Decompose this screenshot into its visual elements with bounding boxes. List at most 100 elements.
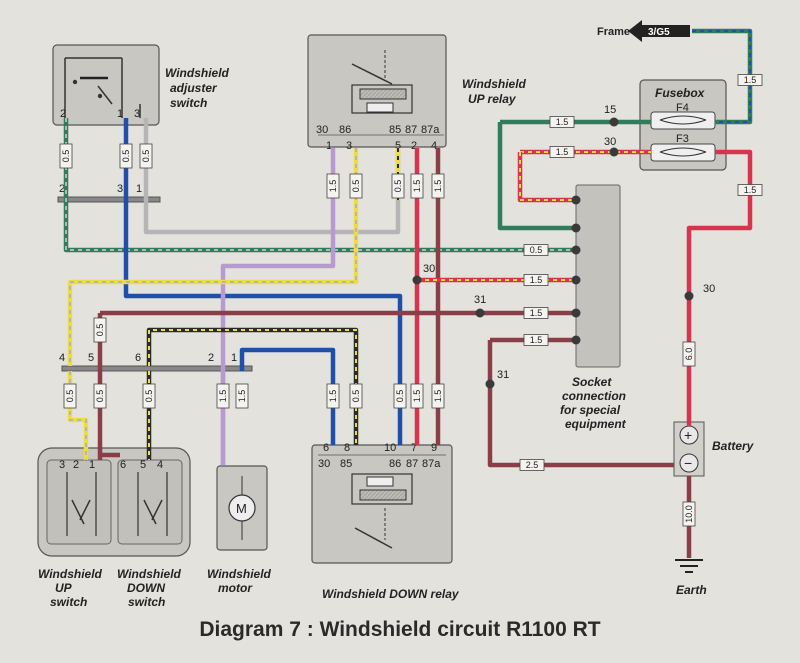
switch-housing xyxy=(37,447,191,557)
wire-fuse-red-down-stripe xyxy=(519,152,576,201)
tag-frame: 1.5 xyxy=(737,74,763,86)
down-term-87: 87 xyxy=(406,458,418,470)
tag-batt-6: 6.0 xyxy=(682,341,696,367)
node-socket-4 xyxy=(571,275,581,285)
tag-up-5-text: 0.5 xyxy=(393,180,403,193)
tag-dn-8: 0.5 xyxy=(349,383,363,409)
tag-fuse-b-text: 1.5 xyxy=(556,147,569,157)
wire-fuse-green-down xyxy=(497,122,576,231)
socket-title-2: connection xyxy=(562,389,626,403)
adjuster-switch xyxy=(52,44,160,126)
adjuster-pin-1: 1 xyxy=(117,108,123,120)
tag-fuse-b: 1.5 xyxy=(549,146,575,158)
up-term-87a: 87a xyxy=(421,124,440,136)
up-pin-5: 5 xyxy=(395,140,401,152)
tag-sock-red: 1.5 xyxy=(523,274,549,286)
wire-adj-blue xyxy=(123,118,403,445)
tag-adj-3-text: 0.5 xyxy=(141,150,151,163)
tag-up-2-text: 1.5 xyxy=(412,180,422,193)
tag-up-3: 0.5 xyxy=(349,173,363,199)
harness-top-pin-3: 3 xyxy=(117,183,123,195)
adjuster-pin-2: 2 xyxy=(60,108,66,120)
tag-earth-text: 10.0 xyxy=(684,505,694,523)
up-switch-contacts xyxy=(66,472,97,536)
node-30-junction xyxy=(412,275,422,285)
down-pin-8: 8 xyxy=(344,442,350,454)
up-switch-pin-3: 3 xyxy=(59,459,65,471)
up-pin-3: 3 xyxy=(346,140,352,152)
adjuster-title-1: Windshield xyxy=(165,66,230,80)
wire-m1-blue xyxy=(239,347,336,445)
tag-up-5: 0.5 xyxy=(391,173,405,199)
down-pin-9: 9 xyxy=(431,442,437,454)
down-switch-pin-4: 4 xyxy=(157,459,163,471)
fuse-f4: F4 xyxy=(676,102,689,114)
tag-up-1: 1.5 xyxy=(326,173,340,199)
tag-dn-8-text: 0.5 xyxy=(351,390,361,403)
tag-h6: 0.5 xyxy=(142,383,156,409)
adjuster-title-2: adjuster xyxy=(170,81,218,95)
tag-h4-text: 0.5 xyxy=(65,390,75,403)
up-relay xyxy=(307,34,447,148)
harness-top-pin-2: 2 xyxy=(59,183,65,195)
node-30-fuse xyxy=(609,147,619,157)
tag-m1: 1.5 xyxy=(235,383,249,409)
motor xyxy=(216,465,268,551)
node-31-a-label: 31 xyxy=(474,294,486,306)
tag-sock-green-text: 0.5 xyxy=(530,245,543,255)
tag-dn-7-text: 1.5 xyxy=(412,390,422,403)
battery-minus: − xyxy=(684,455,692,471)
wire-fuse-red-down xyxy=(517,152,576,203)
node-socket-2 xyxy=(571,223,581,233)
tag-up-4: 1.5 xyxy=(431,173,445,199)
node-socket-5 xyxy=(571,308,581,318)
node-30-junction-label: 30 xyxy=(423,263,435,275)
tag-m2: 1.5 xyxy=(216,383,230,409)
motor-title-2: motor xyxy=(218,581,253,595)
tag-up-4-text: 1.5 xyxy=(433,180,443,193)
tag-batt-25-text: 2.5 xyxy=(526,460,539,470)
down-term-30: 30 xyxy=(318,458,330,470)
tag-sock-brown-text: 1.5 xyxy=(530,308,543,318)
fuse-f3: F3 xyxy=(676,133,689,145)
down-switch-contacts xyxy=(137,472,168,536)
tag-adj-2: 0.5 xyxy=(59,143,73,169)
up-relay-title-2: UP relay xyxy=(468,92,517,106)
wire-up-3-yellow xyxy=(67,148,359,366)
down-term-85: 85 xyxy=(340,458,352,470)
down-switch-pin-5: 5 xyxy=(140,459,146,471)
tag-adj-1: 0.5 xyxy=(119,143,133,169)
node-30-fuse-label: 30 xyxy=(604,136,616,148)
node-30-battery xyxy=(684,291,694,301)
tag-sock-red-text: 1.5 xyxy=(530,275,543,285)
node-31-b-label: 31 xyxy=(497,369,509,381)
harness-bottom-pin-4: 4 xyxy=(59,352,65,364)
node-socket-3 xyxy=(571,245,581,255)
down-pin-10: 10 xyxy=(384,442,396,454)
node-30-battery-label: 30 xyxy=(703,283,715,295)
adjuster-pin-3: 3 xyxy=(134,108,140,120)
earth-symbol xyxy=(675,559,703,573)
tag-h5: 0.5 xyxy=(93,383,107,409)
up-term-86: 86 xyxy=(339,124,351,136)
wire-dn-8 xyxy=(146,327,359,445)
tag-dn-9-text: 1.5 xyxy=(433,390,443,403)
tag-batt-feed: 1.5 xyxy=(737,184,763,196)
tag-up-3-text: 0.5 xyxy=(351,180,361,193)
battery xyxy=(673,421,705,477)
tag-earth: 10.0 xyxy=(682,501,696,527)
tag-sock-brown-2-text: 1.5 xyxy=(530,335,543,345)
harness-bottom-pin-2: 2 xyxy=(208,352,214,364)
tag-fuse-a: 1.5 xyxy=(549,116,575,128)
frame-connector xyxy=(628,20,690,42)
tag-h5-text: 0.5 xyxy=(95,390,105,403)
earth-title: Earth xyxy=(676,583,707,597)
up-switch-title-3: switch xyxy=(50,595,87,609)
down-relay-title: Windshield DOWN relay xyxy=(322,587,460,601)
up-term-87: 87 xyxy=(405,124,417,136)
socket-title-1: Socket xyxy=(572,375,612,389)
up-relay-title-1: Windshield xyxy=(462,77,527,91)
down-switch-pin-6: 6 xyxy=(120,459,126,471)
